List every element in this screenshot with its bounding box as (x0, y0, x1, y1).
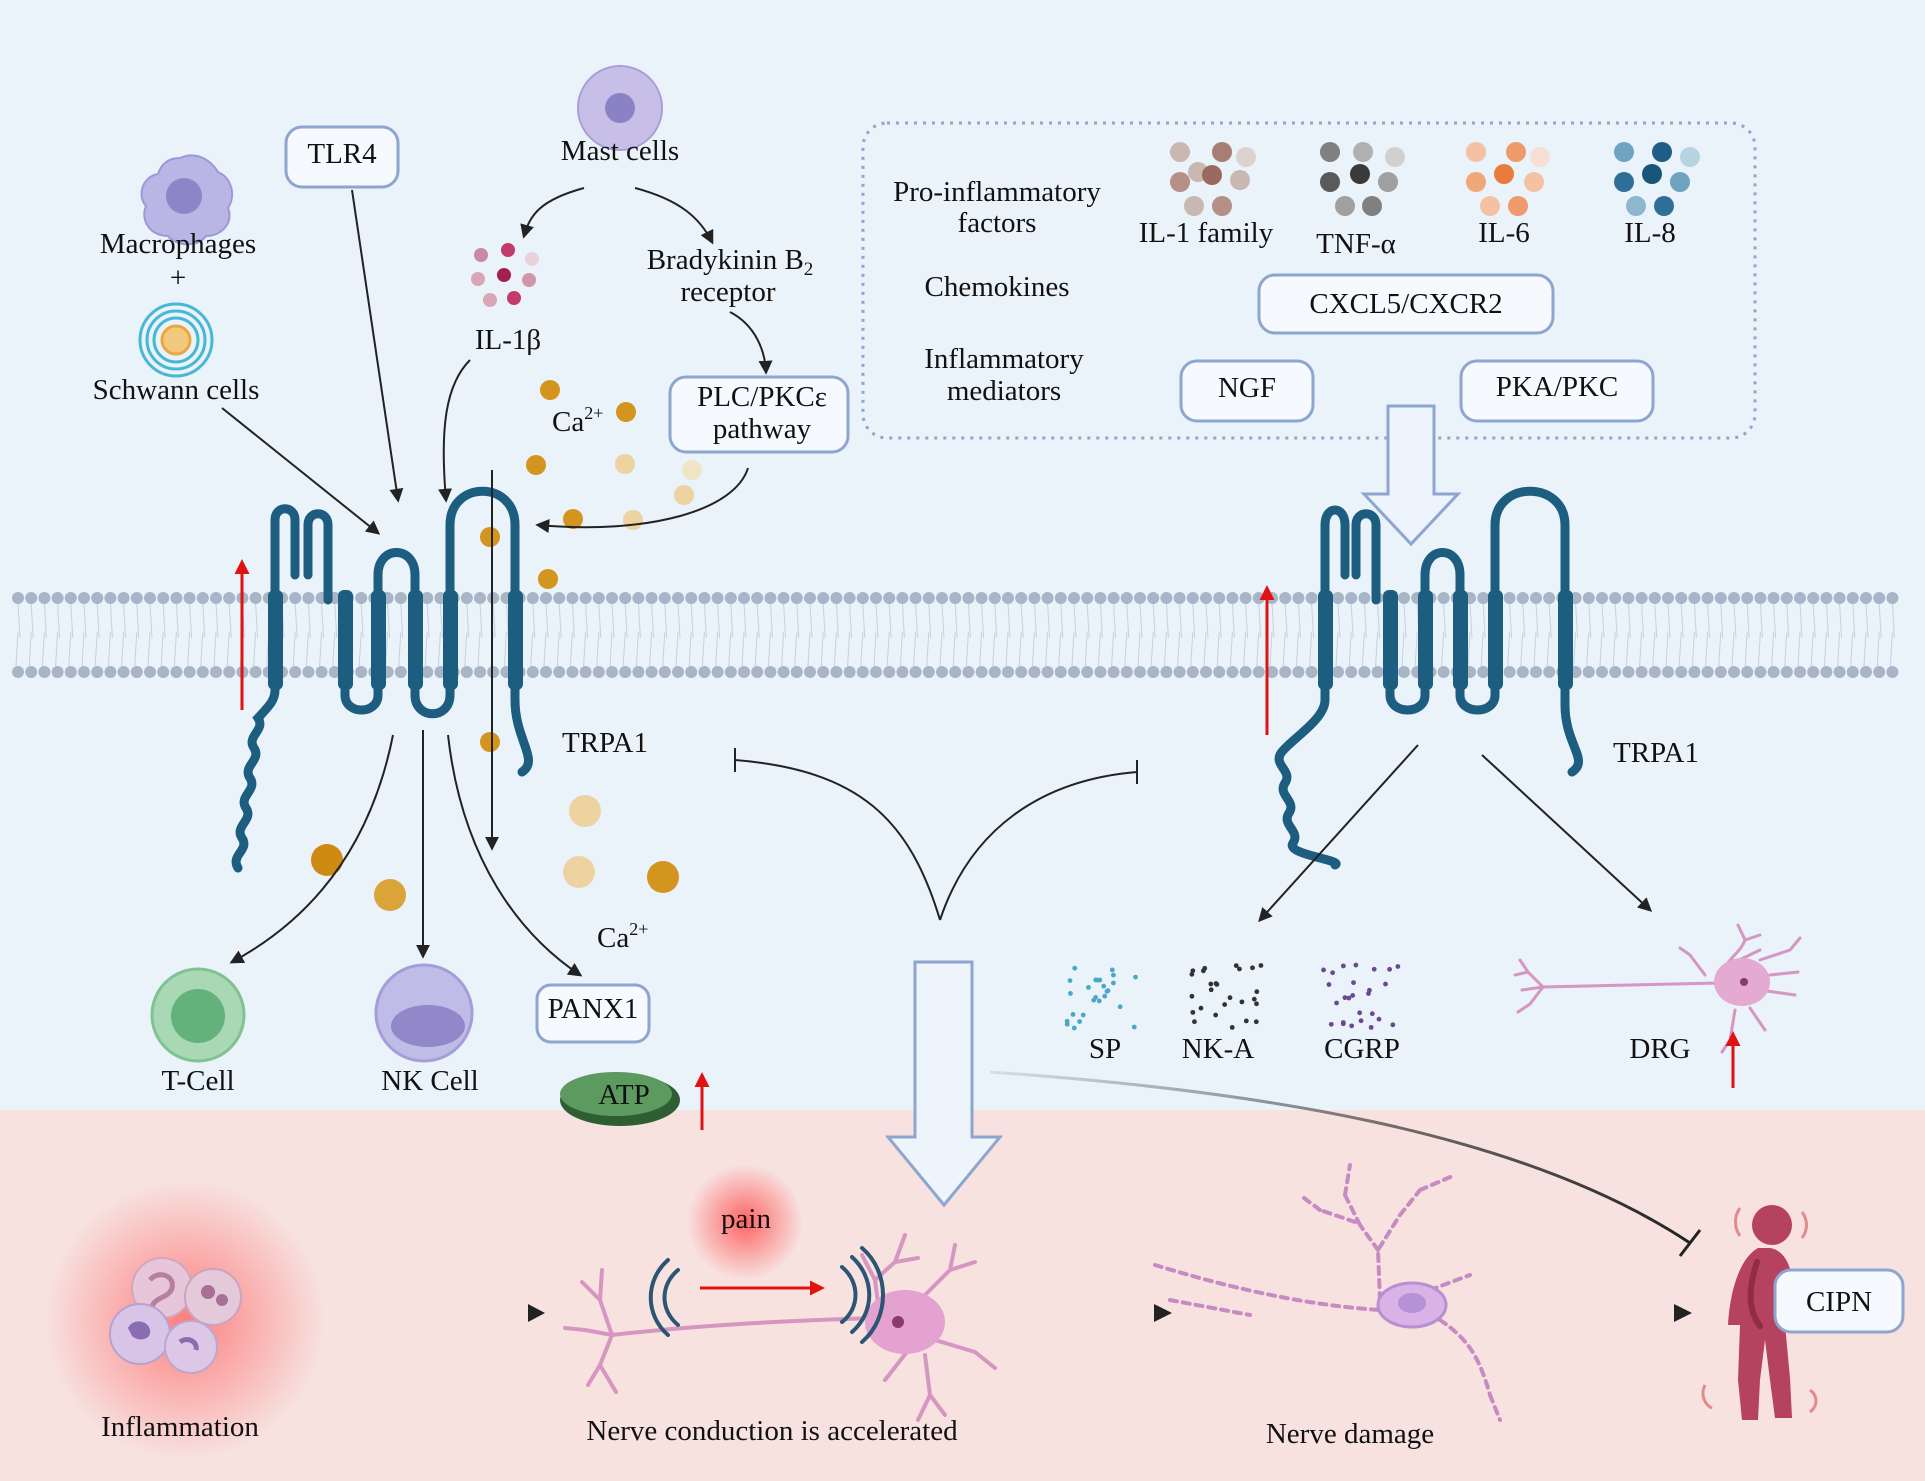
neuron-soma (865, 1290, 945, 1354)
sp-particles (1064, 965, 1138, 1031)
arrow-bradykinin-to-plc (729, 311, 773, 375)
inflammation-cells-icon (109, 1257, 242, 1374)
mast-cells-label: Mast cells (561, 135, 679, 167)
sp-label: SP (1089, 1033, 1121, 1065)
nerve-damage-label: Nerve damage (1266, 1418, 1434, 1450)
calcium-label-top: Ca2+ (552, 403, 603, 438)
arrow-to-panx1 (447, 734, 583, 977)
inhibit-left-trpa1 (734, 759, 941, 921)
il1-family-label: IL-1 family (1139, 217, 1274, 249)
nka-particles (1189, 963, 1264, 1030)
plc-pathway-label: pathway (713, 413, 812, 445)
panx1-box (535, 983, 651, 1044)
pain-glow (687, 1164, 803, 1280)
t-cell-label: T-Cell (161, 1065, 234, 1097)
tlr4-box (284, 125, 400, 189)
macrophage-icon (140, 154, 234, 246)
ngf-label: NGF (1218, 372, 1276, 404)
drg-label: DRG (1629, 1033, 1690, 1065)
nerve-conduction-label: Nerve conduction is accelerated (586, 1415, 958, 1447)
calcium-ions (311, 380, 702, 911)
tnf-alpha-label: TNF-α (1316, 228, 1396, 260)
arrow-mast-to-il1b (520, 187, 585, 239)
cgrp-particles (1321, 962, 1401, 1030)
il6-particles (1466, 142, 1550, 216)
trpa1-left-label: TRPA1 (562, 727, 648, 759)
hollow-arrow-down (884, 960, 1004, 1208)
nk-cell-label: NK Cell (381, 1065, 478, 1097)
neuron-icon (563, 1233, 997, 1422)
pain-label: pain (721, 1203, 771, 1235)
mast-cell-icon (577, 65, 663, 151)
trpa1-channel-left (231, 486, 533, 873)
pro-inflammatory-label-1: Pro-inflammatory (893, 176, 1101, 208)
ngf-box (1179, 359, 1315, 423)
cell-membrane (12, 592, 1899, 678)
inflammation-glow (45, 1180, 325, 1460)
inflammation-label: Inflammation (101, 1411, 259, 1443)
pro-inflammatory-label-2: factors (958, 207, 1037, 239)
pka-pkc-label: PKA/PKC (1496, 371, 1619, 403)
chemokines-label: Chemokines (925, 271, 1070, 303)
panx1-label: PANX1 (548, 993, 639, 1025)
atp-label: ATP (598, 1079, 650, 1111)
inhibit-right-trpa1 (939, 771, 1138, 921)
cipn-box (1773, 1268, 1905, 1334)
arrow-to-t-cell (229, 734, 394, 964)
tnf-alpha-particles (1320, 142, 1405, 216)
inflammatory-mediators-label-2: mediators (947, 375, 1061, 407)
arrow-il1b-to-channel (438, 359, 471, 503)
atp-icon (560, 1072, 680, 1126)
bradykinin-receptor-label: receptor (681, 276, 776, 308)
arrow-mast-to-bradykinin (634, 187, 714, 245)
plc-pkce-box (668, 375, 850, 454)
cgrp-label: CGRP (1324, 1033, 1400, 1065)
il8-particles (1614, 142, 1700, 216)
il8-label: IL-8 (1624, 217, 1676, 249)
hollow-arrow-to-trpa1-right (1360, 404, 1462, 547)
plc-pkce-label: PLC/PKCε (697, 381, 827, 413)
t-cell-icon (150, 967, 246, 1063)
arrow-tlr4-to-channel (351, 189, 404, 503)
cxcl5-label: CXCL5/CXCR2 (1309, 288, 1502, 320)
drg-neuron-icon (1513, 923, 1802, 1054)
trpa1-right-helices (1318, 590, 1573, 690)
sound-wave-icon (648, 1246, 885, 1344)
il1-family-particles (1170, 142, 1256, 216)
trpa1-left-helices (268, 590, 523, 690)
arrow-plc-to-channel (535, 467, 749, 533)
il6-label: IL-6 (1478, 217, 1530, 249)
schwann-cells-label: Schwann cells (93, 374, 260, 406)
schwann-cell-icon (138, 302, 214, 378)
damaged-neuron-icon (1153, 1163, 1502, 1422)
arrow-to-drg (1481, 754, 1653, 912)
nk-a-label: NK-A (1182, 1033, 1255, 1065)
inhibit-line-to-cipn (989, 1070, 1691, 1245)
bradykinin-label: Bradykinin B2 (647, 244, 814, 280)
il1b-label: IL-1β (475, 324, 541, 356)
pka-pkc-box (1459, 359, 1655, 423)
il1b-particles (471, 243, 539, 307)
arrow-to-neuropeptides (1258, 744, 1419, 923)
plus-label: + (170, 262, 186, 294)
cipn-label: CIPN (1806, 1286, 1872, 1318)
arrow-schwann-to-channel (221, 407, 381, 535)
cxcl5-box (1257, 273, 1555, 335)
nk-cell-icon (374, 963, 474, 1063)
trpa1-channel-right (1274, 486, 1583, 870)
inflammatory-mediators-label-1: Inflammatory (924, 343, 1084, 375)
macrophages-label: Macrophages (100, 228, 256, 260)
tlr4-label: TLR4 (307, 138, 377, 170)
calcium-label-bottom: Ca2+ (597, 919, 648, 954)
trpa1-right-label: TRPA1 (1613, 737, 1699, 769)
